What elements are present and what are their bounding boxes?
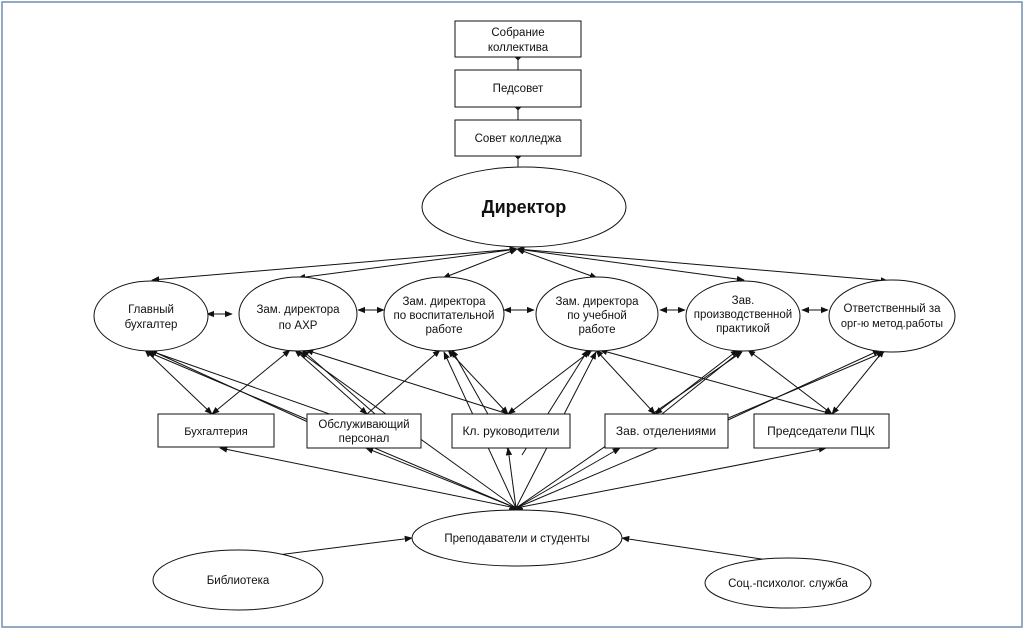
node-pck-label: Председатели ПЦК [767, 424, 875, 438]
node-buhgalteria: Бухгалтерия [157, 413, 275, 448]
node-otv-metod: Ответственный за орг-ю метод.работы [828, 279, 956, 353]
arrow-prepod-zavotd [515, 447, 621, 509]
node-pck: Председатели ПЦК [753, 413, 890, 449]
arrow-praktika-zavotd [654, 349, 739, 415]
node-zam-ahr-line2: по АХР [279, 320, 318, 332]
arrow-praktika-pck [747, 349, 833, 415]
node-director: Директор [421, 166, 627, 248]
arrow-director-vosp [442, 248, 518, 279]
node-sovet: Совет колледжа [454, 119, 582, 157]
node-soc-psy: Соц.-психолог. служба [704, 557, 872, 609]
node-sobranie-line1: Собрание [491, 27, 544, 39]
node-kl-ruk-label: Кл. руководители [463, 424, 560, 438]
arrow-prepod-klruk [505, 447, 517, 509]
node-zam-ahr-line1: Зам. директора [256, 304, 340, 316]
node-zam-ucheb-line3: работе [578, 324, 615, 336]
arrow-ucheb-klruk [507, 349, 593, 415]
arrow-director-praktika [516, 246, 745, 283]
node-gl-buh-line2: бухгалтер [125, 319, 178, 331]
node-pedsovet-label: Педсовет [493, 83, 544, 95]
node-gl-buh: Главный бухгалтер [93, 280, 209, 352]
node-prepod: Преподаватели и студенты [411, 509, 623, 567]
node-personal: Обслуживающий персонал [306, 413, 422, 449]
node-zam-ucheb-line2: по учебной [567, 310, 627, 322]
node-zam-vosp: Зам. директора по воспитательной работе [383, 276, 505, 352]
node-zav-praktika-line1: Зав. [732, 295, 755, 307]
arrow-vosp-personal [366, 349, 441, 415]
node-prepod-label: Преподаватели и студенты [444, 533, 589, 545]
node-zam-ucheb: Зам. директора по учебной работе [535, 276, 659, 352]
node-zam-vosp-line1: Зам. директора [402, 296, 486, 308]
node-sobranie: Собрание коллектива [454, 20, 582, 58]
arrow-ahr-personal [294, 349, 368, 415]
node-soc-psy-label: Соц.-психолог. служба [728, 578, 848, 590]
arrow-prepod-buhgalteria [219, 446, 517, 509]
arrow-director-glbuh [151, 246, 518, 283]
arrow-ahr-buhgalteria [211, 349, 291, 415]
arrow-ahr-personal-2 [301, 349, 376, 415]
node-sobranie-line2: коллектива [488, 42, 549, 54]
node-otv-metod-line1: Ответственный за [844, 303, 942, 315]
node-pedsovet: Педсовет [454, 69, 582, 108]
arrow-metod-zavotd [727, 349, 881, 421]
node-personal-line2: персонал [339, 433, 390, 445]
node-zav-otd-label: Зав. отделениями [616, 424, 716, 438]
node-zam-vosp-line3: работе [425, 324, 462, 336]
node-biblioteka: Библиотека [152, 549, 324, 611]
node-zam-ahr: Зам. директора по АХР [238, 276, 358, 352]
node-director-label: Директор [482, 197, 566, 217]
arrow-metod-pck [831, 349, 885, 415]
arrow-director-metod [516, 246, 889, 284]
arrow-prepod-socpsy [621, 535, 789, 566]
arrow-ucheb-zavotd [595, 349, 656, 415]
arrow-prepod-personal [365, 447, 517, 509]
node-personal-line1: Обслуживающий [318, 419, 409, 431]
node-zam-ucheb-line1: Зам. директора [555, 296, 639, 308]
node-gl-buh-line1: Главный [128, 304, 174, 316]
node-buhgalteria-label: Бухгалтерия [184, 426, 248, 438]
node-zam-vosp-line2: по воспитательной [394, 310, 495, 322]
arrow-director-ahr [297, 246, 518, 281]
arrow-prepod-pck [515, 446, 827, 509]
node-kl-ruk: Кл. руководители [451, 413, 571, 449]
arrow-director-ucheb [516, 248, 598, 279]
arrow-glbuh-buhgalteria [144, 349, 213, 415]
node-zav-praktika-line2: производственной [694, 309, 792, 321]
node-zav-otd: Зав. отделениями [604, 413, 729, 449]
arrow-praktika-zavotd-2 [661, 349, 743, 415]
node-sovet-label: Совет колледжа [475, 133, 562, 145]
node-biblioteka-label: Библиотека [207, 575, 270, 587]
node-zav-praktika-line3: практикой [716, 323, 770, 335]
node-zav-praktika: Зав. производственной практикой [685, 280, 801, 352]
node-otv-metod-line2: орг-ю метод.работы [841, 318, 943, 330]
arrow-ucheb-pck [599, 348, 833, 416]
